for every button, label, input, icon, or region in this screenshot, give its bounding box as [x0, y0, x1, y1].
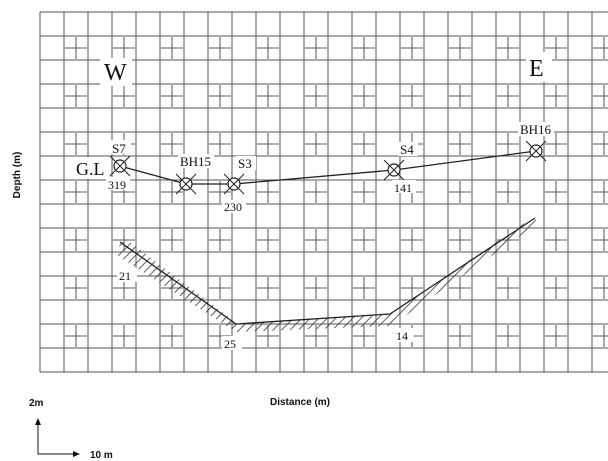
bh16-label-bg	[518, 122, 554, 136]
borehole-s7	[109, 155, 131, 177]
borehole-name-bh15: BH15	[180, 154, 211, 169]
east-label: E	[529, 56, 544, 82]
s7-value-bg	[106, 177, 130, 190]
layer-value-middle: 25	[224, 337, 236, 351]
layer-value-14-bg	[394, 328, 414, 342]
scale-arrows	[35, 418, 80, 457]
horizontal-scale-label: 10 m	[90, 450, 113, 461]
east-label-bg	[526, 52, 552, 82]
s4-value-bg	[392, 180, 416, 193]
west-label-bg	[100, 58, 132, 86]
layer-value-25-bg	[222, 336, 242, 350]
layer-hatch-band	[118, 218, 540, 332]
s3-value-bg	[222, 200, 246, 213]
borehole-value-s7: 319	[108, 178, 126, 192]
ground-level-label: G.L	[76, 159, 105, 179]
layer-boundary-line	[119, 217, 536, 325]
layer-value-21-bg	[117, 268, 137, 282]
y-axis-label: Depth (m)	[12, 152, 23, 199]
layer-value-right: 14	[396, 329, 408, 343]
borehole-bh15	[175, 173, 197, 195]
vertical-scale-label: 2m	[29, 398, 44, 409]
layer-value-left: 21	[119, 269, 131, 283]
s3-label-bg	[236, 156, 256, 170]
ground-level-label-bg	[74, 157, 110, 179]
x-axis-label: Distance (m)	[270, 397, 330, 408]
borehole-s4	[383, 159, 405, 181]
borehole-value-s3: 230	[224, 200, 242, 214]
s7-label-bg	[111, 140, 131, 154]
borehole-name-s4: S4	[400, 142, 414, 157]
borehole-name-bh16: BH16	[520, 122, 552, 137]
borehole-name-s7: S7	[112, 141, 126, 156]
west-label: W	[104, 60, 127, 86]
borehole-name-s3: S3	[238, 156, 252, 171]
bh15-label-bg	[178, 154, 214, 168]
borehole-value-s4: 141	[394, 181, 412, 195]
s4-label-bg	[398, 142, 418, 156]
borehole-s3	[223, 173, 245, 195]
borehole-bh16	[525, 140, 547, 162]
